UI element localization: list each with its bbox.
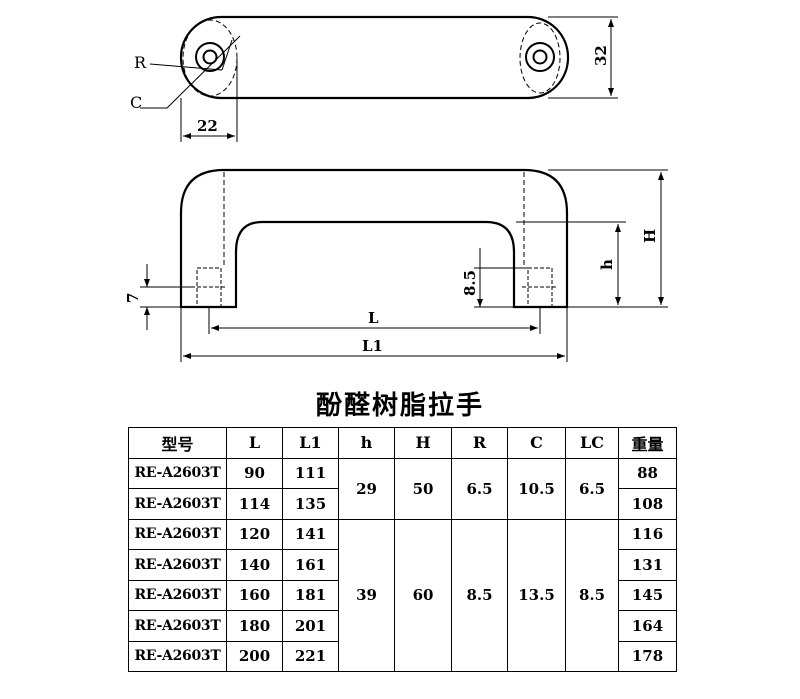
cell-l: 140	[226, 549, 283, 581]
cell-weight: 116	[618, 518, 677, 550]
dim-text-22: 22	[197, 117, 218, 135]
cell-big-h-group1: 50	[394, 457, 452, 520]
header-r: R	[451, 427, 508, 459]
label-c: C	[130, 93, 142, 112]
top-view-outline	[179, 15, 570, 100]
cell-weight: 131	[618, 549, 677, 581]
cell-lc-group2: 8.5	[565, 518, 619, 672]
header-lc: LC	[565, 427, 619, 459]
cell-model: RE-A2603T	[128, 457, 227, 489]
label-r: R	[134, 53, 147, 72]
cell-weight: 145	[618, 579, 677, 611]
cell-weight: 164	[618, 610, 677, 642]
cell-model: RE-A2603T	[128, 610, 227, 642]
cell-h-group1: 29	[338, 457, 395, 520]
header-c: C	[507, 427, 566, 459]
right-hole-inner	[532, 49, 548, 65]
cell-weight: 178	[618, 640, 677, 672]
dim-text-l: L	[368, 309, 379, 327]
cell-l1: 161	[282, 549, 339, 581]
table-row: RE-A2603T 160 181 145	[128, 579, 677, 611]
table-row: RE-A2603T 140 161 131	[128, 549, 677, 581]
cell-l: 200	[226, 640, 283, 672]
cell-weight: 108	[618, 488, 677, 520]
cell-l: 160	[226, 579, 283, 611]
table-row: RE-A2603T 200 221 178	[128, 640, 677, 672]
cell-l1: 221	[282, 640, 339, 672]
table-header-row: 型号 L L1 h H R C LC 重量	[128, 427, 677, 459]
header-l: L	[226, 427, 283, 459]
cell-l1: 111	[282, 457, 339, 489]
header-big-h: H	[394, 427, 452, 459]
cell-weight: 88	[618, 457, 677, 489]
cell-r-group2: 8.5	[451, 518, 508, 672]
dim-text-l1: L1	[362, 337, 383, 355]
cell-l1: 141	[282, 518, 339, 550]
top-view: R C 22 32	[130, 15, 618, 142]
leader-r	[149, 63, 223, 71]
left-hole-dashed	[182, 19, 238, 97]
header-l1: L1	[282, 427, 339, 459]
cell-l1: 201	[282, 610, 339, 642]
cell-h-group2: 39	[338, 518, 395, 672]
cell-model: RE-A2603T	[128, 579, 227, 611]
header-weight: 重量	[618, 427, 677, 459]
cell-model: RE-A2603T	[128, 640, 227, 672]
cell-l: 180	[226, 610, 283, 642]
header-h: h	[338, 427, 395, 459]
spec-table: 型号 L L1 h H R C LC 重量 RE-A2603T 90 111 2…	[128, 427, 677, 672]
dim-text-7: 7	[124, 293, 142, 303]
cell-c-group1: 10.5	[507, 457, 566, 520]
left-hole-outer	[195, 42, 225, 72]
dim-text-big-h: H	[641, 229, 659, 243]
table-title: 酚醛树脂拉手	[315, 391, 484, 421]
left-hole-inner	[202, 49, 218, 65]
cell-c-group2: 13.5	[507, 518, 566, 672]
table-row: RE-A2603T 120 141 39 60 8.5 13.5 8.5 116	[128, 518, 677, 672]
cell-model: RE-A2603T	[128, 488, 227, 520]
cell-l1: 135	[282, 488, 339, 520]
table-row: RE-A2603T 90 111 29 50 6.5 10.5 6.5 88	[128, 457, 677, 520]
cell-model: RE-A2603T	[128, 549, 227, 581]
front-view: 7 8.5 h H L L1	[124, 168, 668, 362]
front-view-outline	[179, 168, 569, 309]
cell-l1: 181	[282, 579, 339, 611]
technical-drawing: R C 22 32 7 8.5	[124, 15, 668, 362]
dim-text-32: 32	[592, 45, 610, 66]
table-row: RE-A2603T 114 135 108	[128, 488, 677, 520]
right-hole-outer	[525, 42, 555, 72]
right-hole-dashed	[519, 22, 561, 94]
cell-model: RE-A2603T	[128, 518, 227, 550]
cell-lc-group1: 6.5	[565, 457, 619, 520]
leader-c2	[166, 35, 241, 109]
dim-text-h: h	[598, 259, 616, 270]
cell-l: 114	[226, 488, 283, 520]
cell-l: 120	[226, 518, 283, 550]
dim-text-8-5: 8.5	[461, 270, 479, 296]
header-model: 型号	[128, 427, 227, 459]
cell-r-group1: 6.5	[451, 457, 508, 520]
cell-big-h-group2: 60	[394, 518, 452, 672]
cell-l: 90	[226, 457, 283, 489]
